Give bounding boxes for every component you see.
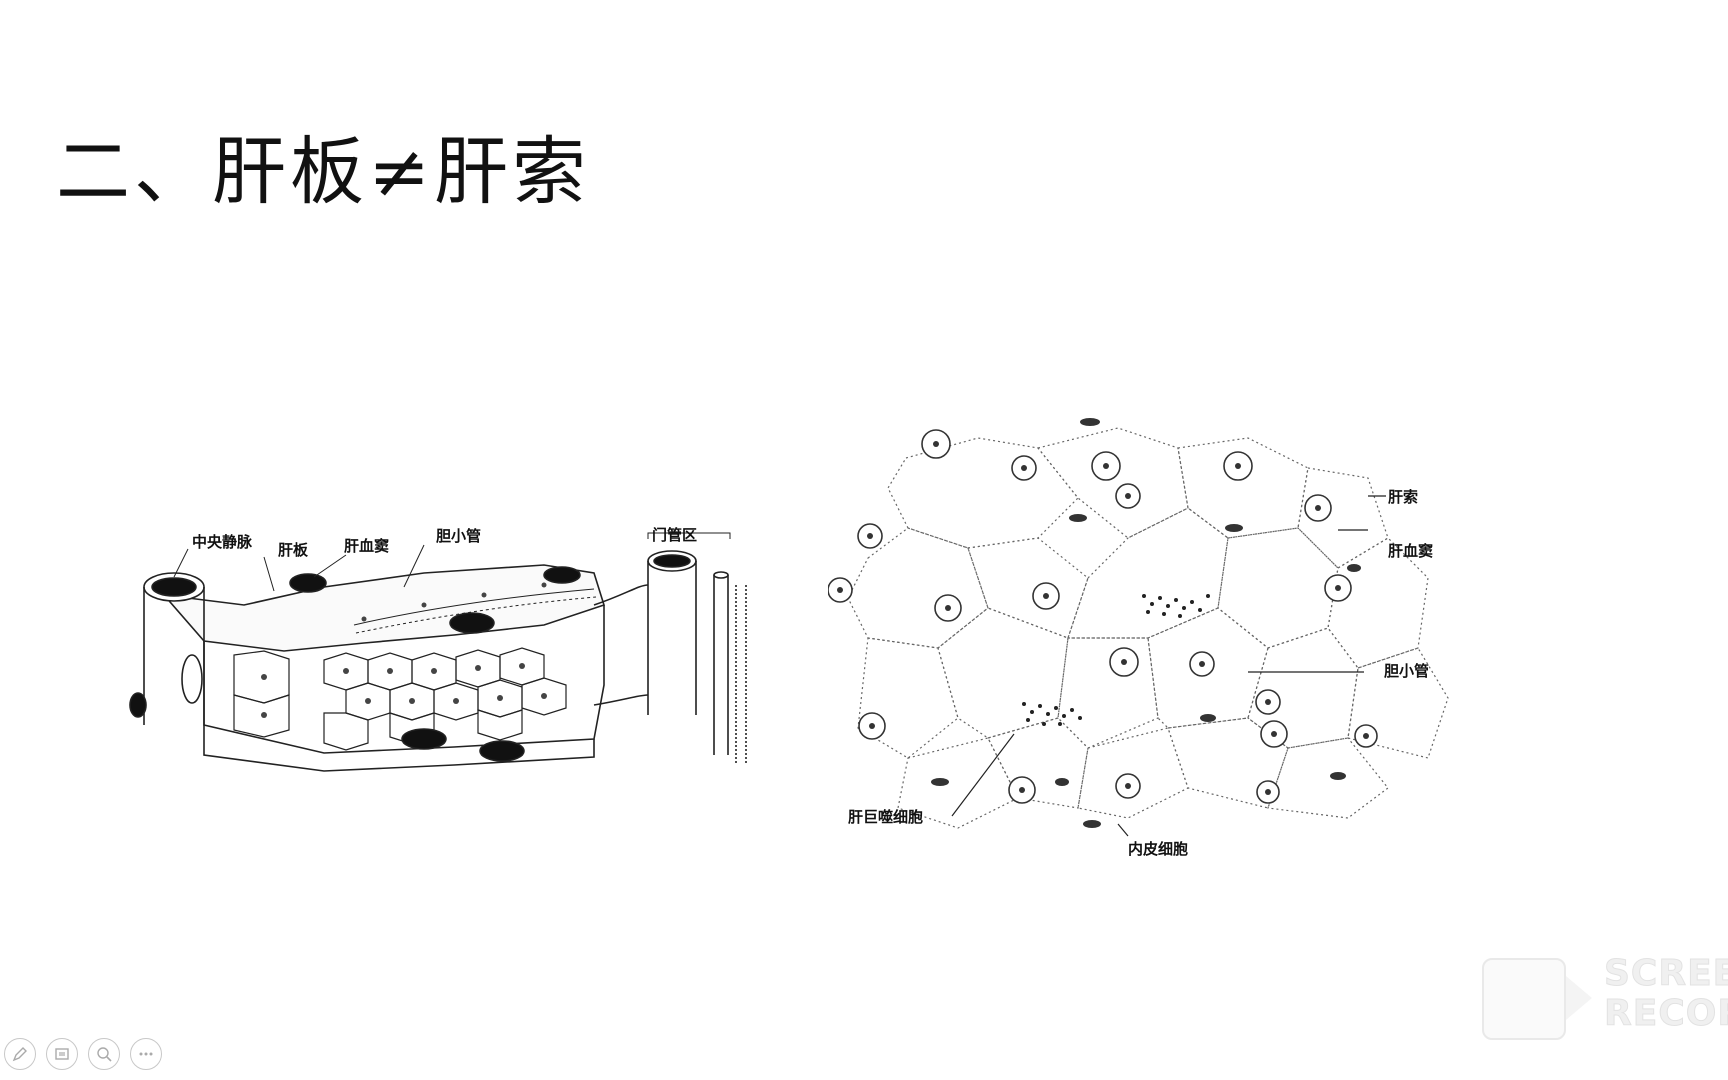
pen-icon[interactable] xyxy=(4,1038,36,1070)
slide-title: 二、肝板≠肝索 xyxy=(56,129,591,215)
label-endothelial-cell: 内皮细胞 xyxy=(1128,840,1188,858)
label-hepatic-cord: 肝索 xyxy=(1388,488,1418,506)
zoom-icon[interactable] xyxy=(88,1038,120,1070)
label-sinusoid-right: 肝血窦 xyxy=(1388,542,1433,560)
more-icon[interactable] xyxy=(130,1038,162,1070)
label-hepatic-plate: 肝板 xyxy=(278,541,309,559)
hepatic-cord-diagram: 肝索 肝血窦 胆小管 肝巨噬细胞 内皮细胞 xyxy=(828,418,1470,876)
label-sinusoid: 肝血窦 xyxy=(344,537,389,555)
camera-icon xyxy=(1482,958,1592,1040)
label-central-vein: 中央静脉 xyxy=(192,533,253,551)
label-kupffer-cell: 肝巨噬细胞 xyxy=(848,808,923,826)
screen-recorder-watermark: SCREEN RECORDER xyxy=(1482,950,1728,1050)
presentation-controls xyxy=(4,1038,162,1070)
liver-plate-3d-diagram: 中央静脉 肝板 肝血窦 胆小管 门管区 xyxy=(124,525,750,787)
label-bile-canaliculus: 胆小管 xyxy=(436,527,481,545)
slides-icon[interactable] xyxy=(46,1038,78,1070)
label-bile-canaliculus-right: 胆小管 xyxy=(1384,662,1429,680)
watermark-text: SCREEN RECORDER xyxy=(1604,954,1728,1034)
label-portal-area: 门管区 xyxy=(652,526,697,544)
